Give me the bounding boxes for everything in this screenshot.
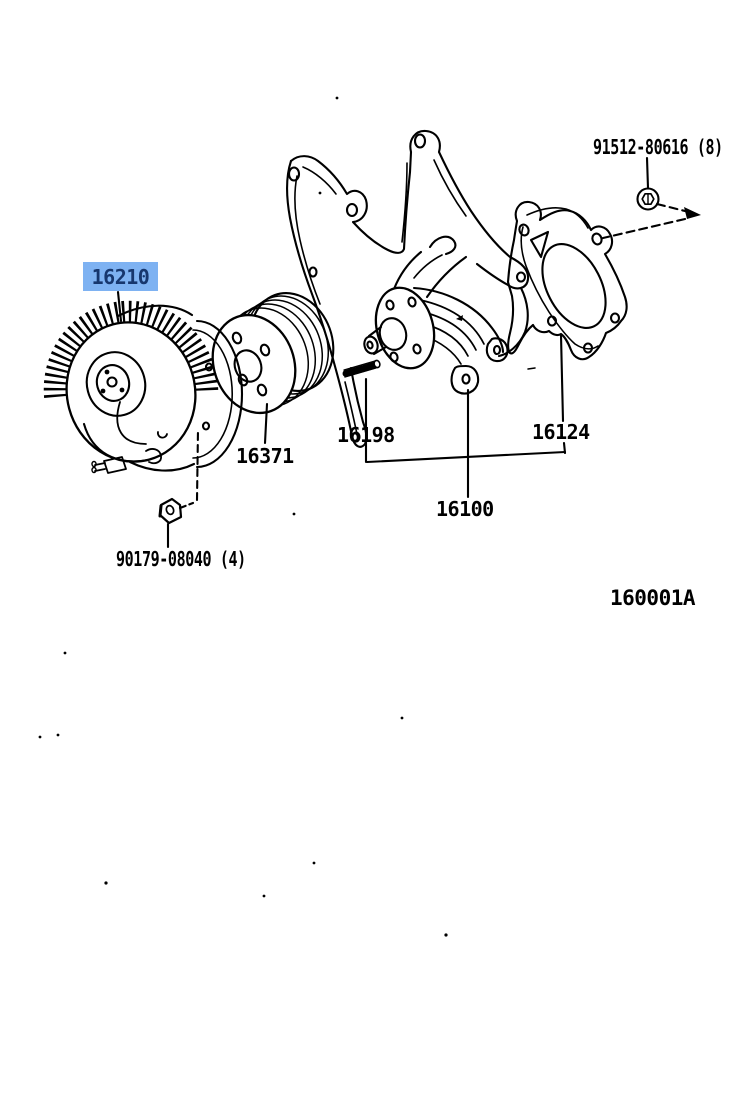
- part-callout-16124[interactable]: 16124: [532, 420, 590, 444]
- nut-icon: [158, 497, 183, 525]
- part-callout-90179-08040[interactable]: 90179-08040 (4): [116, 547, 246, 571]
- callout-leader-lines: [116, 156, 701, 549]
- figure-code: 160001A: [610, 586, 696, 610]
- scan-specks: [38, 96, 448, 937]
- part-callout-91512-80616[interactable]: 91512-80616 (8): [593, 135, 723, 159]
- stud-16198-drawing: [342, 359, 381, 378]
- part-callout-16100[interactable]: 16100: [436, 497, 494, 521]
- part-callout-16371[interactable]: 16371: [236, 444, 294, 468]
- part-callout-16210-highlighted[interactable]: 16210: [83, 262, 158, 291]
- bolt-icon: [636, 187, 660, 211]
- water-pump-16100-drawing: [363, 235, 529, 395]
- part-callout-16198[interactable]: 16198: [337, 423, 395, 447]
- pump-mounting-plate-drawing: [286, 129, 530, 448]
- pulley-16371-drawing: [211, 292, 335, 415]
- gasket-16124-drawing: [506, 200, 628, 370]
- fan-clutch-16210-drawing: [43, 300, 243, 474]
